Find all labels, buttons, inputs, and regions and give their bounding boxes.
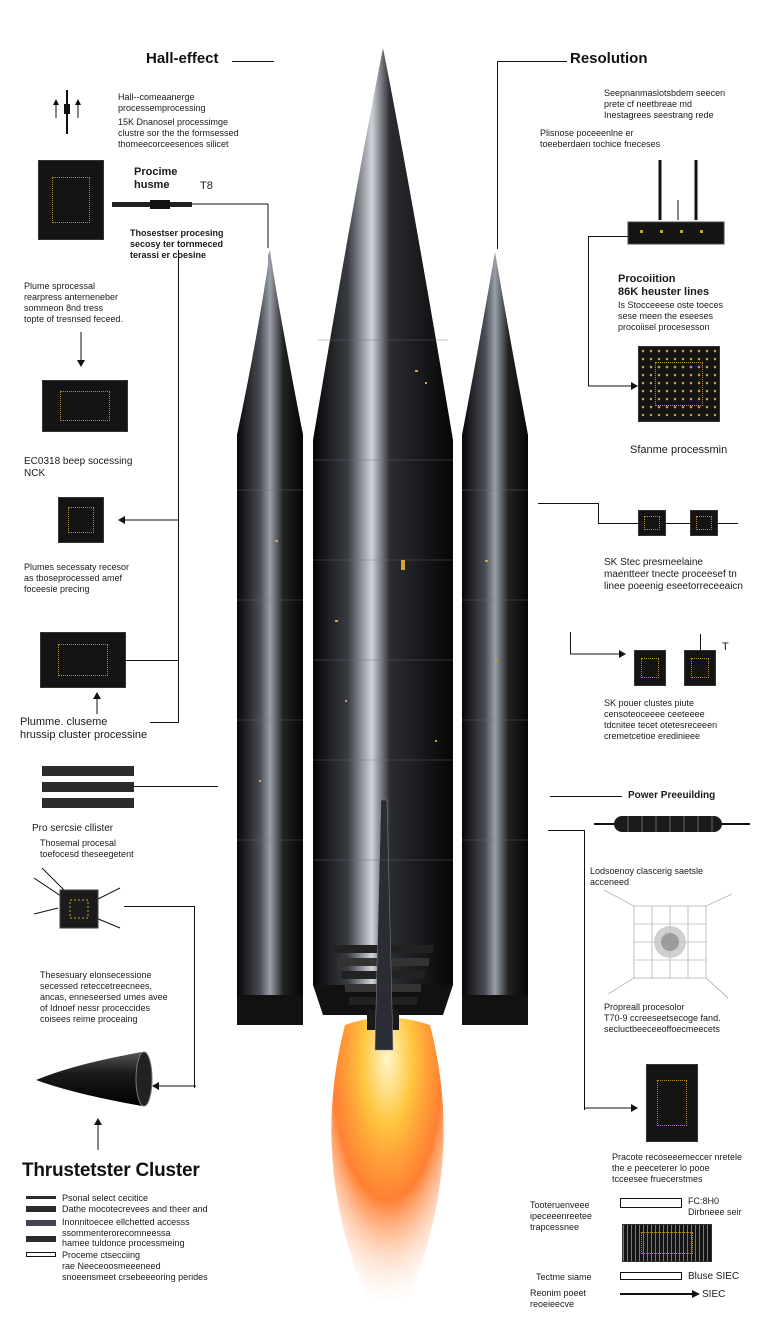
processor-chip bbox=[684, 650, 716, 686]
label-plume-sprocessal: Plume sprocessal rearpress anterneneber … bbox=[24, 281, 124, 324]
arrow-up-icon bbox=[93, 692, 101, 714]
label-reonim-poeet: Reonim poeet reoeieecve bbox=[530, 1288, 587, 1309]
label-t: T bbox=[722, 641, 729, 653]
label-pro-sercsie: Pro sercsie cllister bbox=[32, 823, 114, 834]
label-tectme-siame: Tectme siame bbox=[536, 1272, 592, 1282]
connector-line bbox=[598, 523, 738, 524]
label-power-preeuilding: Power Preeuilding bbox=[628, 790, 716, 801]
label-sk-pouer: SK pouer clustes piute censoteoceeee cee… bbox=[604, 698, 718, 741]
left-header-line bbox=[232, 61, 274, 62]
legend-swatch bbox=[26, 1206, 56, 1212]
probe-connector-line bbox=[112, 200, 269, 248]
connector-line bbox=[538, 503, 598, 504]
processor-chip bbox=[638, 510, 666, 536]
label-thesesuary: Thesesuary elonsecessione secessed retec… bbox=[40, 970, 168, 1024]
label-plumme-cluseme: Plumme. cluseme hrussip cluster processi… bbox=[20, 716, 148, 741]
label-sfanme: Sfanme processmin bbox=[630, 444, 728, 456]
label-fc8h0: FC:8H0 Dirbneee seir bbox=[688, 1196, 742, 1217]
label-thosemal: Thosemal procesal toefocesd theseegetent bbox=[40, 838, 134, 859]
legend-label: Dathe mocotecrevees and theer and bbox=[62, 1204, 208, 1214]
legend-swatch bbox=[26, 1236, 56, 1242]
thruster-cluster-title: Thrustetster Cluster bbox=[22, 1160, 200, 1181]
connector-line bbox=[134, 786, 218, 787]
rocket-illustration bbox=[237, 48, 528, 1300]
label-ec0318: EC0318 beep socessing NCK bbox=[24, 456, 133, 479]
antenna-icon bbox=[53, 90, 81, 134]
processor-board bbox=[38, 160, 104, 240]
label-dnanosel: 15K Dnanosel processimge clustre sor the… bbox=[118, 117, 239, 149]
legend-label: Proceme ctsecciing rae Neeceoosmeeeneed … bbox=[62, 1250, 208, 1282]
label-plumes-secessaty: Plumes secessaty recesor as tboseprocess… bbox=[24, 562, 130, 594]
connector-line-vertical bbox=[598, 503, 599, 523]
processor-chip bbox=[58, 497, 104, 543]
label-bluse-siec: Bluse SIEC bbox=[688, 1271, 740, 1282]
right-header-line bbox=[497, 61, 567, 62]
legend-swatch-outline bbox=[26, 1252, 56, 1257]
legend-swatch bbox=[26, 1220, 56, 1226]
label-propreall: Propreall procesolor T70-9 ccreeseetseco… bbox=[604, 1002, 721, 1034]
connector-line-vertical bbox=[584, 830, 585, 1110]
label-seepnanmaslotsbdem: Seepnanmaslotsbdem seecen prete cf neetb… bbox=[604, 88, 726, 120]
connector-line bbox=[548, 830, 584, 831]
processor-chip bbox=[634, 650, 666, 686]
display-module bbox=[622, 1224, 712, 1262]
nozzle-cone-icon bbox=[36, 1051, 153, 1107]
label-t8: T8 bbox=[200, 180, 213, 192]
legend-label: hamee tuldonce processmeing bbox=[62, 1238, 185, 1248]
label-hall-comeaanerge: Hall--comeaanerge processemprocessing bbox=[118, 92, 206, 113]
label-siec: SIEC bbox=[702, 1289, 726, 1300]
arrow-right-icon bbox=[588, 382, 638, 390]
legend-swatch-outline bbox=[620, 1198, 682, 1208]
processor-board-2 bbox=[42, 380, 128, 432]
legend-label: Psonal select cecitice bbox=[62, 1193, 149, 1203]
wireframe-core-icon bbox=[604, 890, 732, 999]
arrow-down-icon bbox=[77, 332, 85, 367]
connector-line bbox=[150, 722, 179, 723]
arrow-left-icon bbox=[118, 516, 178, 524]
label-tooteruenveee: Tooteruenveee ipeceeenreetee trapcessnee bbox=[530, 1200, 593, 1232]
sensor-grid-chip bbox=[638, 346, 720, 422]
connector-line bbox=[126, 660, 178, 661]
legend-swatch-outline bbox=[620, 1272, 682, 1280]
connector-line-vertical bbox=[194, 906, 195, 1088]
processor-chip bbox=[690, 510, 718, 536]
left-header: Hall-effect bbox=[146, 50, 219, 67]
label-plisnose: Plisnose poceeenlne er toeeberdaen tochi… bbox=[540, 128, 661, 149]
connector-line-vertical bbox=[497, 61, 498, 249]
arrow-left-icon bbox=[152, 1082, 196, 1090]
label-procime: Procime husme bbox=[134, 166, 178, 191]
connector-line-vertical bbox=[178, 250, 179, 722]
data-bar bbox=[42, 798, 134, 808]
connector-line-vertical bbox=[588, 236, 589, 386]
legend-label: Inonnitoecee ellchetted accesss ssomment… bbox=[62, 1217, 190, 1238]
label-is-stocceeese: Is Stocceeese oste toeces sese meen the … bbox=[618, 300, 724, 332]
connector-line-vertical bbox=[570, 632, 571, 654]
arrow-right-icon bbox=[570, 650, 626, 658]
data-bar bbox=[42, 766, 134, 776]
processor-board-3 bbox=[40, 632, 126, 688]
antenna-array-icon bbox=[627, 160, 725, 245]
connector-line bbox=[588, 236, 628, 237]
label-procoiition: Procoiition 86K heuster lines bbox=[618, 273, 710, 298]
right-header: Resolution bbox=[570, 50, 648, 67]
label-sk-stec: SK Stec presmeelaine maentteer tnecte pr… bbox=[604, 557, 743, 592]
processor-module bbox=[646, 1064, 698, 1142]
cluster-chip-icon bbox=[34, 868, 121, 929]
connector-line bbox=[550, 796, 622, 797]
arrow-right-icon bbox=[620, 1290, 700, 1298]
connector-line-vertical bbox=[700, 634, 701, 650]
legend-swatch bbox=[26, 1196, 56, 1199]
arrow-up-icon bbox=[94, 1118, 102, 1150]
arrow-right-icon bbox=[584, 1104, 638, 1112]
connector-line bbox=[124, 906, 194, 907]
data-bar bbox=[42, 782, 134, 792]
label-thosestser: Thosestser procesing secosy ter tornmece… bbox=[130, 228, 224, 260]
coil-connector-icon bbox=[594, 816, 750, 832]
label-lodsoenoy: Lodsoenoy clascerig saetsle acceneed bbox=[590, 866, 704, 887]
label-pracote: Pracote recoseeemeccer nretele the e pee… bbox=[612, 1152, 743, 1184]
